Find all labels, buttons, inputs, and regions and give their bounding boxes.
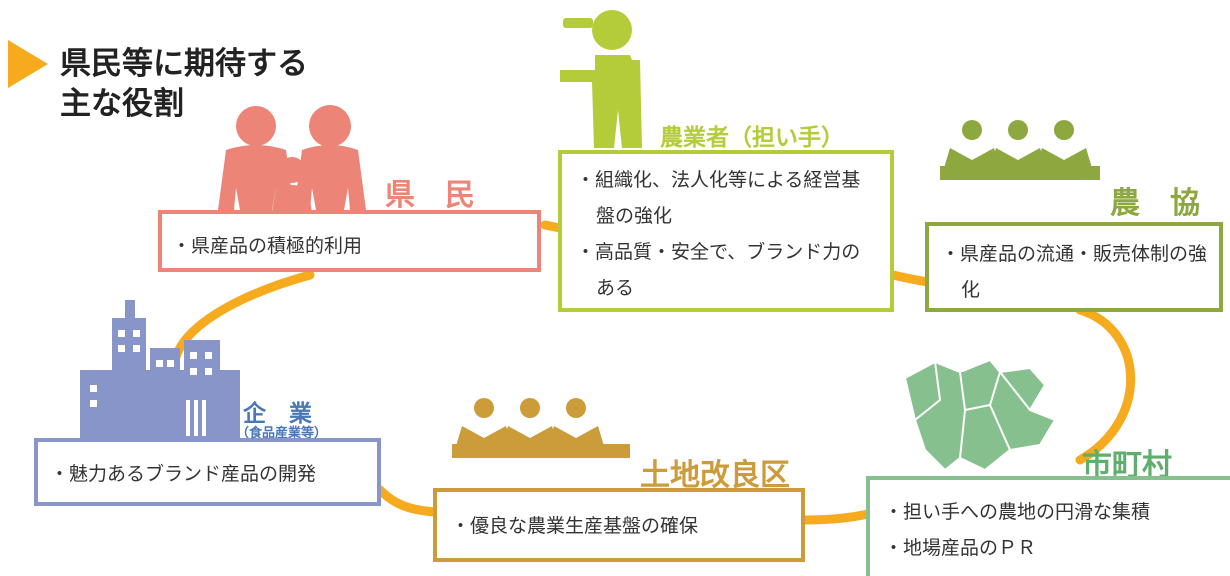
nokyo-title: 農 協 — [1110, 186, 1200, 221]
farmer-icon — [560, 10, 642, 148]
family-icon — [218, 105, 366, 212]
tochi-item-1: ・優良な農業生産基盤の確保 — [451, 515, 699, 537]
kigyo-item-1: ・魅力あるブランド産品の開発 — [50, 463, 317, 485]
tochi-group-icon — [452, 398, 630, 458]
page-heading: 県民等に期待する 主な役割 — [60, 44, 308, 124]
kigyo-box: ・魅力あるブランド産品の開発 — [34, 438, 381, 506]
shichoson-item-2: ・地場産品のＰＲ — [884, 537, 1037, 559]
shichoson-box: ・担い手への農地の円滑な集積 ・地場産品のＰＲ — [866, 476, 1230, 576]
connector-path — [170, 220, 1136, 525]
nokyo-group-icon — [940, 120, 1100, 180]
nokyo-box: ・県産品の流通・販売体制の強化 — [925, 222, 1223, 312]
heading-arrow-icon — [8, 40, 48, 88]
buildings-icon — [80, 300, 240, 440]
tochi-box: ・優良な農業生産基盤の確保 — [433, 488, 805, 562]
heading-line2: 主な役割 — [60, 86, 184, 122]
nogyosha-box: ・組織化、法人化等による経営基盤の強化 ・高品質・安全で、ブランド力のある — [558, 150, 894, 312]
kenmin-title: 県 民 — [385, 178, 475, 213]
nogyosha-item-1: ・組織化、法人化等による経営基盤の強化 — [576, 169, 861, 227]
kigyo-title: 企 業 — [243, 401, 312, 427]
kigyo-subtitle: （食品産業等） — [236, 426, 328, 441]
heading-line1: 県民等に期待する — [60, 46, 308, 82]
nokyo-item-1: ・県産品の流通・販売体制の強化 — [941, 243, 1208, 301]
shichoson-item-1: ・担い手への農地の円滑な集積 — [884, 501, 1151, 523]
nogyosha-item-2: ・高品質・安全で、ブランド力のある — [576, 241, 861, 299]
kenmin-box: ・県産品の積極的利用 — [158, 210, 541, 272]
nogyosha-title: 農業者（担い手） — [660, 125, 844, 151]
tochi-title: 土地改良区 — [640, 458, 790, 493]
kenmin-item-1: ・県産品の積極的利用 — [172, 235, 363, 257]
prefecture-map-icon — [903, 358, 1057, 472]
